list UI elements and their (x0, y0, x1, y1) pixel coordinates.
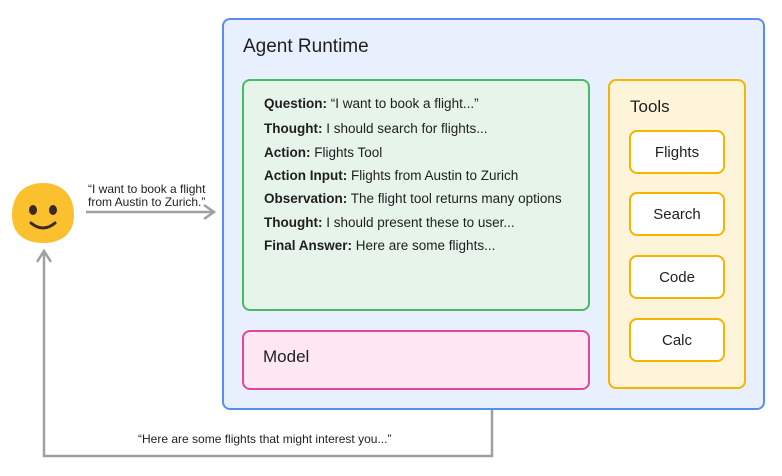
model-box (242, 330, 590, 390)
tool-code: Code (629, 255, 725, 299)
trace-line-thought-2: Thought: I should present these to user.… (264, 215, 515, 230)
reasoning-trace-box (242, 79, 590, 311)
response-quote: “Here are some flights that might intere… (138, 432, 392, 446)
tool-search: Search (629, 192, 725, 236)
request-arrow-head (203, 203, 217, 221)
tools-title: Tools (630, 97, 670, 116)
trace-line-action-input: Action Input: Flights from Austin to Zur… (264, 168, 519, 183)
trace-line-question: Question: “I want to book a flight...” (264, 96, 479, 111)
user-request-quote: “I want to book a flight from Austin to … (88, 183, 205, 209)
response-arrow-head (35, 248, 53, 263)
smiley-face-icon (12, 183, 74, 243)
user-request-line2: from Austin to Zurich.” (88, 195, 206, 209)
trace-line-observation: Observation: The flight tool returns man… (264, 191, 562, 206)
trace-line-final-answer: Final Answer: Here are some flights... (264, 238, 496, 253)
tool-flights: Flights (629, 130, 725, 174)
model-label: Model (263, 347, 310, 366)
trace-line-thought: Thought: I should search for flights... (264, 121, 488, 136)
agent-runtime-title: Agent Runtime (243, 36, 369, 57)
user-request-line1: “I want to book a flight (88, 182, 206, 196)
tool-calc: Calc (629, 318, 725, 362)
trace-line-action: Action: Flights Tool (264, 145, 383, 160)
response-arrow-line (42, 252, 494, 458)
